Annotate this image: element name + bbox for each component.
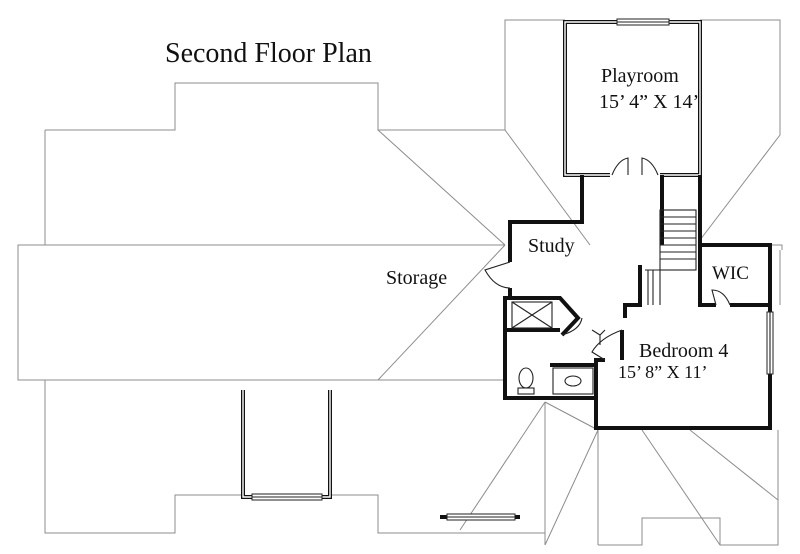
lower-window: [440, 513, 520, 521]
playroom-walls: [563, 18, 702, 177]
vanity-sink: [552, 367, 594, 395]
door-swings: [484, 261, 731, 361]
playroom-size: 15’ 4” X 14’: [599, 91, 699, 113]
staircase: [645, 209, 697, 305]
study-label: Study: [528, 235, 575, 257]
bedroom4-size: 15’ 8” X 11’: [618, 362, 707, 382]
plan-title: Second Floor Plan: [165, 38, 372, 69]
wic-label: WIC: [712, 263, 749, 284]
front-bay-walls: [241, 390, 332, 501]
bedroom-window: [766, 305, 774, 375]
shower: [511, 301, 553, 329]
upper-block-walls: [503, 175, 772, 430]
toilet: [517, 367, 535, 395]
storage-label: Storage: [386, 267, 447, 289]
bedroom4-label: Bedroom 4: [639, 340, 728, 362]
playroom-label: Playroom: [601, 65, 679, 87]
